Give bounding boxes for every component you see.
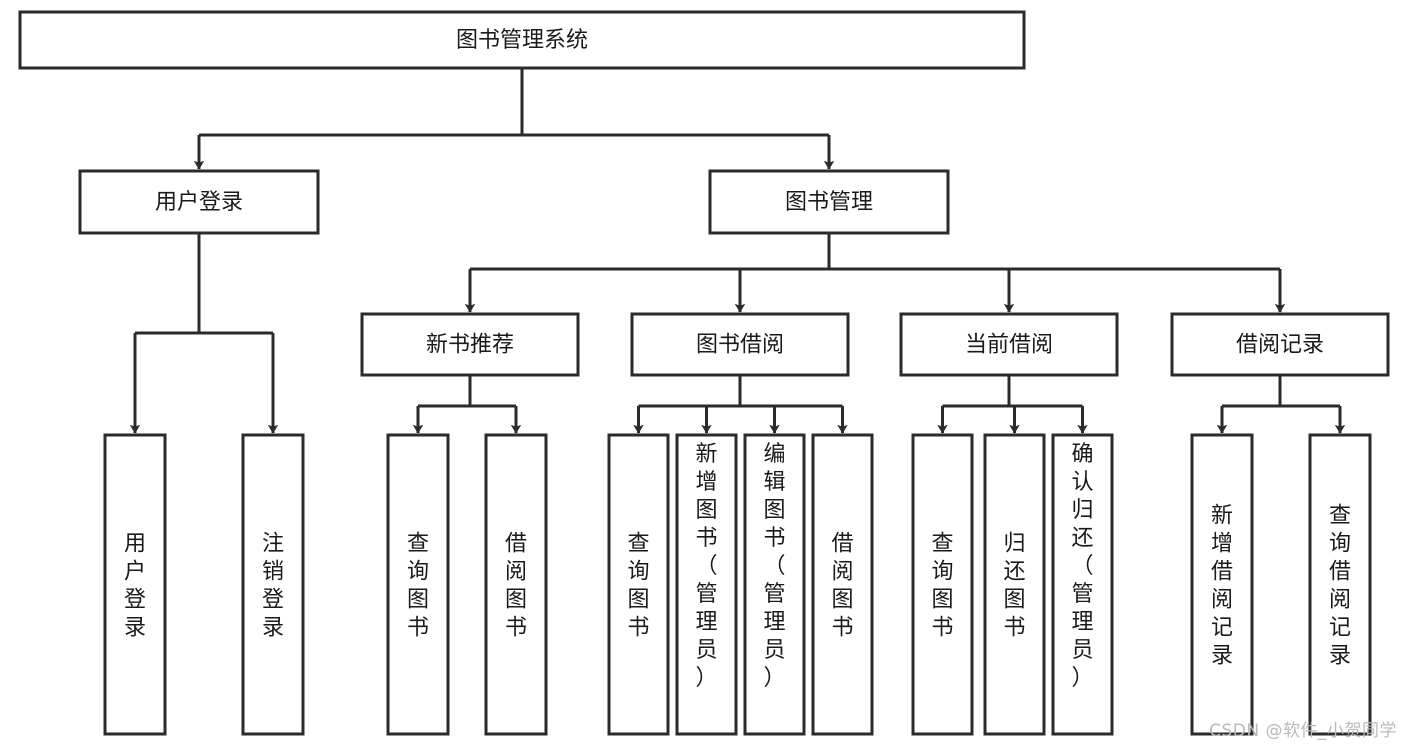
node-l3-0[interactable]: 新书推荐: [360, 312, 580, 377]
node-l3-1[interactable]: 图书借阅: [630, 312, 850, 377]
node-leaf-1[interactable]: 注销登录: [241, 433, 305, 736]
box-outline: [743, 433, 806, 736]
box-outline: [1170, 312, 1390, 377]
box-outline: [484, 433, 548, 736]
node-leaf-6[interactable]: 编辑图书（管理员）: [743, 433, 806, 736]
connector-lines: [129, 68, 1346, 434]
node-leaf-10[interactable]: 确认归还（管理员）: [1051, 433, 1114, 736]
leaf-label: 借阅图书: [831, 532, 853, 641]
leaf-label: 借阅图书: [505, 532, 527, 641]
box-outline: [708, 169, 950, 235]
leaf-label: 编辑图书（管理员）: [763, 442, 785, 691]
node-l2-0[interactable]: 用户登录: [78, 169, 320, 235]
box-outline: [18, 10, 1026, 70]
node-label: 图书借阅: [696, 333, 784, 358]
box-outline: [78, 169, 320, 235]
node-leaf-11[interactable]: 新增借阅记录: [1190, 433, 1254, 736]
leaf-label: 归还图书: [1003, 532, 1025, 641]
leaf-label: 新增借阅记录: [1211, 504, 1233, 669]
box-outline: [1051, 433, 1114, 736]
box-outline: [241, 433, 305, 736]
node-leaf-5[interactable]: 新增图书（管理员）: [675, 433, 738, 736]
csdn-watermark: CSDN @软件_小贺同学: [1209, 721, 1397, 741]
node-label: 用户登录: [155, 190, 243, 215]
node-label: 借阅记录: [1236, 333, 1324, 358]
node-label: 图书管理系统: [456, 28, 588, 53]
box-outline: [811, 433, 874, 736]
leaf-label: 查询图书: [407, 532, 429, 641]
box-outline: [1308, 433, 1372, 736]
leaf-label: 新增图书（管理员）: [695, 442, 717, 691]
node-boxes: 图书管理系统用户登录图书管理新书推荐图书借阅当前借阅借阅记录用户登录注销登录查询…: [18, 10, 1390, 736]
node-leaf-2[interactable]: 查询图书: [386, 433, 450, 736]
box-outline: [1190, 433, 1254, 736]
box-outline: [630, 312, 850, 377]
node-l2-1[interactable]: 图书管理: [708, 169, 950, 235]
node-label: 图书管理: [785, 190, 873, 215]
leaf-label: 用户登录: [124, 532, 146, 641]
node-l3-3[interactable]: 借阅记录: [1170, 312, 1390, 377]
box-outline: [386, 433, 450, 736]
node-leaf-9[interactable]: 归还图书: [983, 433, 1046, 736]
box-outline: [103, 433, 167, 736]
node-leaf-4[interactable]: 查询图书: [607, 433, 670, 736]
leaf-label: 确认归还（管理员）: [1071, 442, 1093, 691]
leaf-label: 查询借阅记录: [1329, 504, 1351, 669]
node-leaf-12[interactable]: 查询借阅记录: [1308, 433, 1372, 736]
box-outline: [983, 433, 1046, 736]
leaf-label: 查询图书: [627, 532, 649, 641]
node-leaf-3[interactable]: 借阅图书: [484, 433, 548, 736]
box-outline: [360, 312, 580, 377]
leaf-label: 查询图书: [931, 532, 953, 641]
box-outline: [899, 312, 1119, 377]
node-leaf-0[interactable]: 用户登录: [103, 433, 167, 736]
node-label: 新书推荐: [426, 333, 514, 358]
node-l3-2[interactable]: 当前借阅: [899, 312, 1119, 377]
node-leaf-8[interactable]: 查询图书: [911, 433, 974, 736]
box-outline: [911, 433, 974, 736]
leaf-label: 注销登录: [262, 532, 284, 641]
node-leaf-7[interactable]: 借阅图书: [811, 433, 874, 736]
node-root-图书管理系统[interactable]: 图书管理系统: [18, 10, 1026, 70]
box-outline: [675, 433, 738, 736]
node-label: 当前借阅: [965, 333, 1053, 358]
box-outline: [607, 433, 670, 736]
